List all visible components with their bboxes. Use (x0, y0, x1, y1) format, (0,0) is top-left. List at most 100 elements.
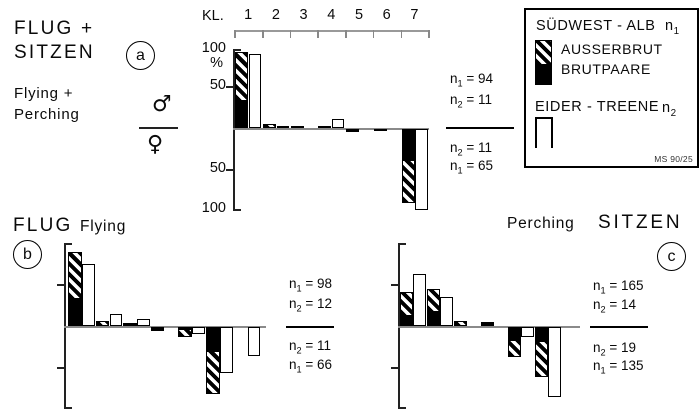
kl-axis-label: KL. (202, 8, 224, 24)
bar-n2-kl2 (440, 297, 453, 326)
x-axis-zero-line (398, 326, 580, 328)
legend-region1-label: SÜDWEST - ALB (536, 18, 656, 34)
bar-n2-kl7 (415, 129, 428, 210)
count-divider-line (286, 326, 334, 328)
kl-ruler-tick (234, 30, 236, 38)
y-axis-cap-top (398, 243, 406, 245)
legend-hatch-swatch (536, 41, 551, 64)
bar-n1-brutpaare-segment (508, 328, 520, 341)
y-axis-cap-top (64, 243, 72, 245)
sex-divider-line (139, 127, 178, 129)
kl-class-number: 4 (327, 7, 336, 23)
panel-b-title-german: FLUG (13, 215, 73, 236)
bar-n1-ausserbrut-segment (535, 342, 547, 376)
bar-n1-kl1 (68, 252, 82, 326)
male-symbol: ♂ (152, 92, 172, 117)
count-below-n2: n2 = 11 (289, 338, 332, 356)
bar-n1-ausserbrut-segment (69, 253, 81, 298)
bar-n1-brutpaare-segment (124, 324, 136, 325)
y-axis-tick-50 (57, 367, 64, 369)
female-symbol: ♀ (147, 132, 164, 157)
legend-box: SÜDWEST - ALB n1 AUSSERBRUT BRUTPAARE EI… (524, 8, 699, 168)
bar-n1-kl4 (318, 126, 332, 128)
bar-n1-ausserbrut-segment (207, 352, 219, 393)
bar-n1-brutpaare-segment (207, 328, 219, 352)
bar-n1-kl2 (426, 289, 440, 326)
bar-n1-kl1 (235, 52, 249, 128)
bar-n2-kl1 (248, 54, 262, 128)
y-axis-cap-bottom (64, 407, 72, 409)
kl-class-number: 3 (299, 7, 308, 23)
kl-class-number: 1 (244, 7, 253, 23)
figure-credit: MS 90/25 (654, 153, 693, 164)
kl-ruler-tick (317, 30, 319, 38)
bar-n2-kl4 (331, 119, 345, 128)
bar-n2-kl5 (192, 327, 205, 334)
kl-class-number: 2 (271, 7, 280, 23)
kl-class-number: 6 (382, 7, 391, 23)
panel-label-b: b (13, 240, 42, 269)
bar-n1-ausserbrut-segment (508, 341, 520, 356)
panel-label-a: a (126, 41, 155, 70)
y-axis-tick-50 (391, 367, 398, 369)
y-axis-cap-bottom (398, 407, 406, 409)
bar-n1-kl7 (401, 129, 415, 203)
bar-n1-ausserbrut-segment (96, 322, 109, 325)
count-below-n2: n2 = 19 (593, 340, 637, 358)
figure-title-english-line2: Perching (14, 106, 80, 123)
bar-n2-kl7 (247, 327, 261, 356)
panel-b-title-english: Flying (80, 218, 127, 235)
x-axis-zero-line (233, 128, 429, 130)
y-axis-tick-label: % (210, 55, 223, 71)
y-axis-cap-bottom (233, 209, 241, 211)
count-divider-line (446, 127, 514, 129)
count-above-n1: n1 = 98 (289, 276, 333, 294)
bar-n1-brutpaare-segment (236, 100, 248, 127)
bar-n1-brutpaare-segment (402, 130, 414, 161)
bar-n1-ausserbrut-segment (400, 293, 412, 315)
count-below-n1: n1 = 135 (593, 358, 644, 376)
legend-item-brutpaare: BRUTPAARE (561, 61, 651, 77)
bar-n1-kl6 (534, 327, 548, 377)
legend-black-swatch (536, 64, 551, 84)
bar-n1-brutpaare-segment (427, 311, 439, 325)
panel-label-c: c (657, 242, 686, 271)
bar-n1-kl4 (480, 322, 494, 326)
bar-n1-brutpaare-segment (69, 298, 81, 325)
x-axis-zero-line (64, 326, 266, 328)
bar-n2-kl2 (109, 314, 123, 326)
y-axis-cap-top (233, 49, 241, 51)
bar-n1-kl4 (150, 327, 165, 331)
count-above-n2: n2 = 14 (593, 297, 637, 315)
count-below-n1: n1 = 66 (289, 357, 333, 375)
count-below-n1: n1 = 65 (450, 158, 494, 176)
legend-n2-bar-icon (535, 117, 553, 148)
figure-title-german-line1: FLUG + (14, 18, 95, 39)
bar-n1-brutpaare-segment (179, 328, 191, 330)
kl-ruler-tick (289, 30, 292, 38)
bar-n1-brutpaare-segment (481, 323, 493, 325)
bar-n1-kl6 (373, 129, 387, 131)
y-axis-tick-50 (226, 86, 233, 88)
y-axis-tick-label: 50 (209, 77, 226, 93)
count-above-n1: n1 = 94 (450, 71, 494, 89)
legend-region2-label: EIDER - TREENE (535, 99, 660, 115)
legend-n1-bar-icon (535, 40, 552, 85)
y-axis-tick-50 (391, 284, 398, 286)
bar-n1-ausserbrut-segment (427, 290, 439, 311)
bar-n1-kl5 (178, 327, 192, 337)
bar-n1-ausserbrut-segment (236, 53, 248, 100)
legend-item-ausserbrut: AUSSERBRUT (561, 41, 663, 57)
count-divider-line (590, 326, 648, 328)
y-axis-tick-50 (226, 169, 233, 171)
bar-n1-brutpaare-segment (151, 328, 164, 330)
bar-n1-brutpaare-segment (400, 315, 412, 325)
bar-n1-ausserbrut-segment (179, 330, 191, 336)
bar-n2-kl6 (220, 327, 233, 373)
bar-n2-kl2 (276, 126, 289, 128)
bar-n1-brutpaare-segment (347, 130, 359, 131)
